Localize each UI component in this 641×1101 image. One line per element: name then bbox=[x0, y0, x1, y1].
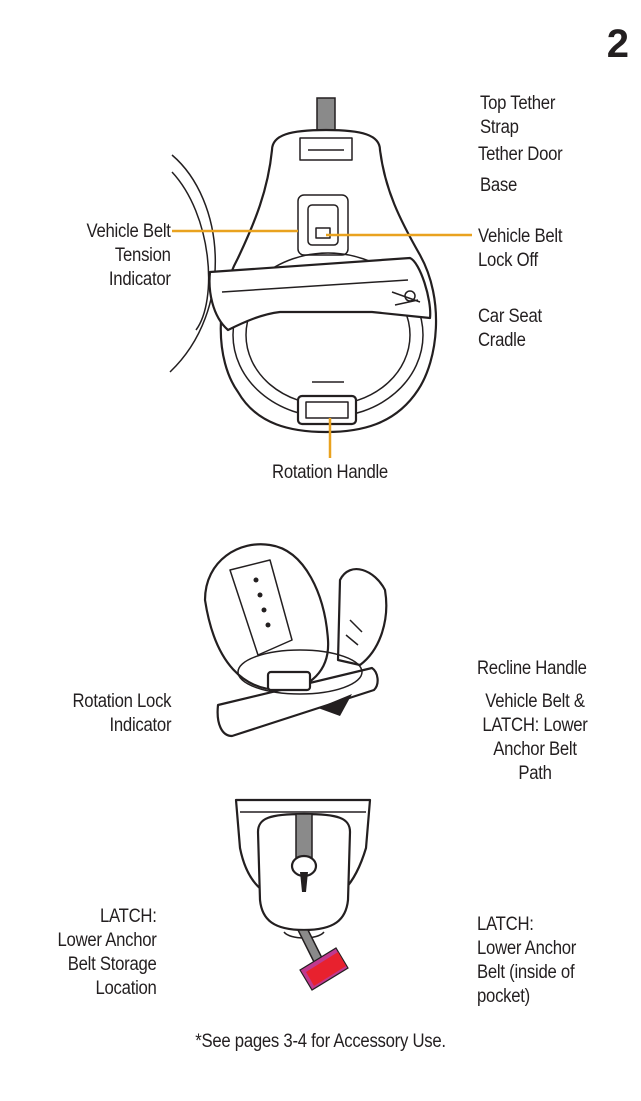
footnote: *See pages 3-4 for Accessory Use. bbox=[195, 1031, 446, 1052]
label-base: Base bbox=[480, 175, 518, 196]
label-recline-handle: Recline Handle bbox=[477, 658, 587, 679]
label-vehicle-belt-latch-path: Vehicle Belt & LATCH: Lower Anchor Belt … bbox=[482, 691, 588, 784]
label-latch-storage-location: LATCH: Lower Anchor Belt Storage Locatio… bbox=[57, 906, 157, 999]
label-vehicle-belt-tension-indicator: Vehicle Belt Tension Indicator bbox=[86, 221, 171, 290]
label-car-seat-cradle: Car Seat Cradle bbox=[478, 306, 542, 351]
label-top-tether-strap: Top Tether Strap bbox=[480, 93, 556, 138]
label-vehicle-belt-lock-off: Vehicle Belt Lock Off bbox=[478, 226, 563, 271]
page-number: 2 bbox=[606, 22, 629, 66]
middle-seat-illustration bbox=[203, 543, 388, 738]
top-base-illustration bbox=[169, 97, 438, 434]
label-rotation-lock-indicator: Rotation Lock Indicator bbox=[72, 691, 171, 736]
label-rotation-handle: Rotation Handle bbox=[272, 462, 388, 483]
bottom-base-illustration bbox=[234, 798, 372, 991]
label-tether-door: Tether Door bbox=[478, 144, 563, 165]
label-latch-belt-inside-pocket: LATCH: Lower Anchor Belt (inside of pock… bbox=[477, 914, 577, 1007]
